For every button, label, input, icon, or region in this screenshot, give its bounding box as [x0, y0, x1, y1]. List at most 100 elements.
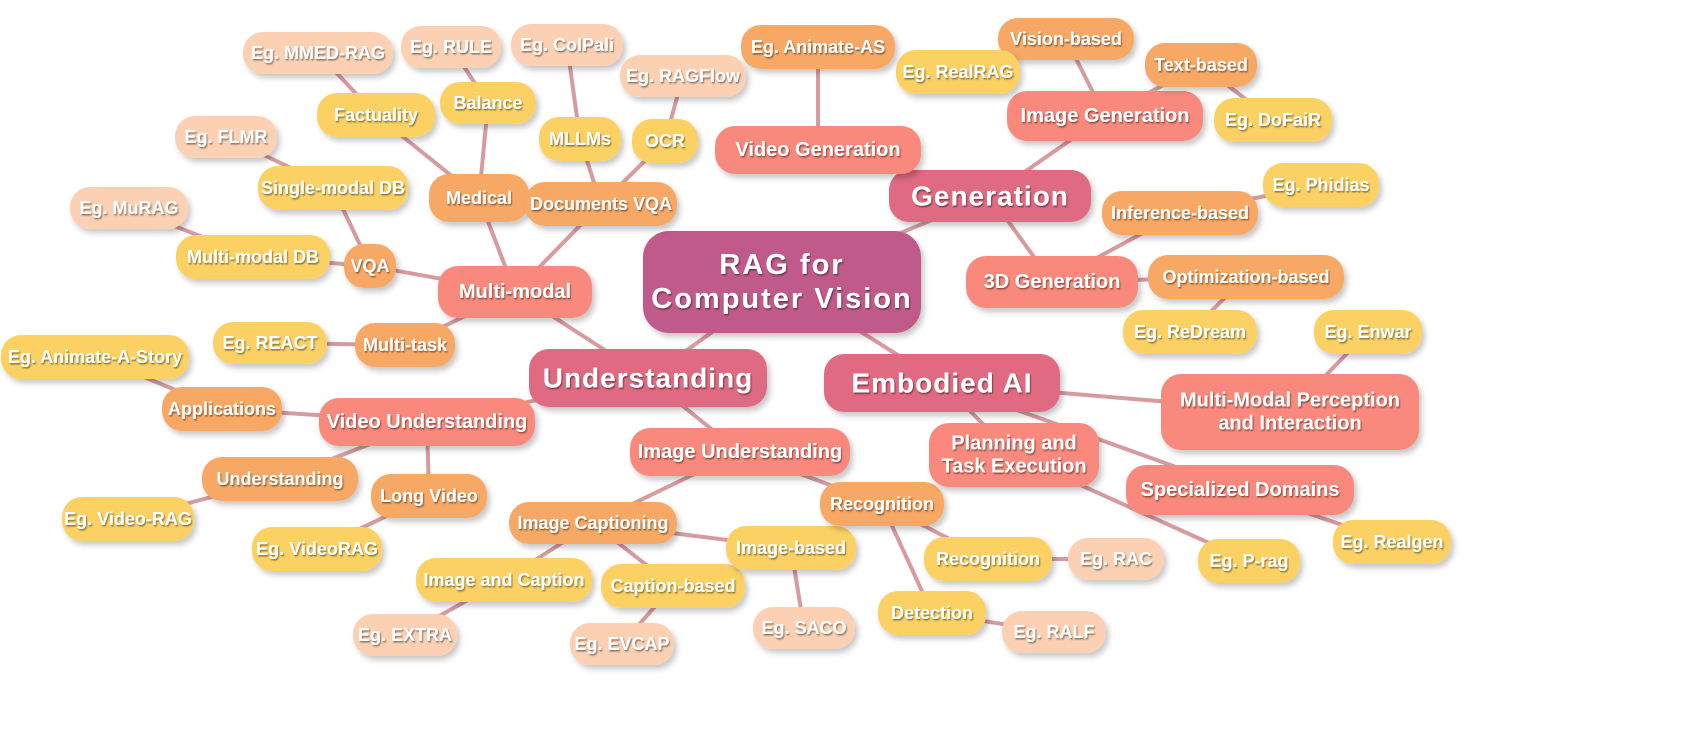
- node-eg-animate-as-box: [741, 25, 895, 69]
- node-eg-realrag-box: [896, 50, 1020, 94]
- node-specialized-domains-box: [1126, 465, 1354, 515]
- node-recognition-box: [820, 482, 944, 526]
- node-specialized-domains-label: Specialized Domains: [1141, 479, 1340, 501]
- node-applications: Applications: [162, 387, 282, 431]
- node-image-generation-label: Image Generation: [1021, 105, 1190, 127]
- node-eg-videorag-box: [252, 527, 382, 571]
- node-video-understanding-label: Video Understanding: [327, 411, 528, 433]
- node-eg-ragflow-box: [620, 55, 746, 97]
- node-applications-box: [162, 387, 282, 431]
- node-image-captioning-label: Image Captioning: [517, 513, 668, 533]
- node-eg-evcap-label: Eg. EVCAP: [574, 634, 669, 654]
- node-eg-saco: Eg. SACO: [753, 607, 855, 649]
- node-balance: Balance: [440, 82, 536, 124]
- node-generation-3d: 3D Generation: [966, 256, 1138, 308]
- node-recognition: Recognition: [820, 482, 944, 526]
- node-embodied-ai: Embodied AI: [824, 354, 1060, 412]
- node-generation-label: Generation: [911, 181, 1069, 212]
- node-vision-based-label: Vision-based: [1010, 29, 1122, 49]
- node-eg-rac-label: Eg. RAC: [1080, 549, 1152, 569]
- node-video-generation-label: Video Generation: [735, 139, 900, 161]
- node-multimodal-perception-box: [1161, 374, 1419, 450]
- node-documents-vqa-box: [525, 182, 677, 226]
- node-factuality: Factuality: [317, 93, 435, 137]
- node-eg-mmed-rag-label: Eg. MMED-RAG: [251, 43, 385, 63]
- node-eg-ralf-box: [1002, 611, 1106, 653]
- node-multi-modal-box: [438, 266, 592, 318]
- node-embodied-ai-label: Embodied AI: [851, 368, 1032, 399]
- node-eg-ralf-label: Eg. RALF: [1014, 622, 1095, 642]
- node-eg-evcap-box: [570, 623, 674, 665]
- node-vision-based-box: [998, 18, 1134, 60]
- node-ocr-label: OCR: [645, 131, 685, 151]
- node-eg-redream-box: [1123, 310, 1257, 354]
- node-eg-redream-label: Eg. ReDream: [1134, 322, 1246, 342]
- node-long-video-box: [371, 474, 487, 518]
- node-eg-phidias: Eg. Phidias: [1263, 163, 1379, 207]
- node-recognition-sub-box: [924, 537, 1052, 581]
- node-image-and-caption-box: [416, 558, 592, 602]
- node-recognition-sub-label: Recognition: [936, 549, 1040, 569]
- node-understanding-label: Understanding: [543, 363, 754, 394]
- node-eg-rac: Eg. RAC: [1068, 538, 1164, 580]
- node-eg-rule-box: [401, 26, 501, 68]
- node-image-and-caption-label: Image and Caption: [423, 570, 584, 590]
- node-balance-box: [440, 82, 536, 124]
- node-eg-rule-label: Eg. RULE: [410, 37, 492, 57]
- node-eg-saco-label: Eg. SACO: [761, 618, 846, 638]
- node-video-understanding-box: [319, 398, 535, 446]
- node-vqa-box: [344, 244, 396, 288]
- node-eg-ralf: Eg. RALF: [1002, 611, 1106, 653]
- node-eg-murag-label: Eg. MuRAG: [80, 198, 179, 218]
- node-inference-based-label: Inference-based: [1111, 203, 1249, 223]
- node-eg-mmed-rag-box: [243, 32, 393, 74]
- node-eg-mmed-rag: Eg. MMED-RAG: [243, 32, 393, 74]
- node-eg-ragflow: Eg. RAGFlow: [620, 55, 746, 97]
- node-detection-box: [878, 591, 986, 635]
- node-eg-realgen: Eg. Realgen: [1333, 520, 1451, 564]
- node-planning-task-box: [929, 423, 1099, 487]
- node-eg-animate-a-story-box: [1, 335, 189, 379]
- node-image-based-box: [726, 526, 856, 570]
- node-eg-realrag-label: Eg. RealRAG: [902, 62, 1013, 82]
- node-eg-enwar: Eg. Enwar: [1314, 310, 1422, 354]
- node-eg-video-rag-box: [62, 497, 194, 541]
- node-image-based: Image-based: [726, 526, 856, 570]
- node-factuality-label: Factuality: [334, 105, 418, 125]
- node-eg-realgen-label: Eg. Realgen: [1340, 532, 1443, 552]
- node-root-box: [643, 231, 921, 333]
- node-image-captioning-box: [509, 502, 677, 544]
- node-multi-modal: Multi-modal: [438, 266, 592, 318]
- node-multi-modal-db-label: Multi-modal DB: [187, 247, 319, 267]
- node-eg-rac-box: [1068, 538, 1164, 580]
- node-eg-extra-box: [353, 614, 457, 656]
- node-image-generation: Image Generation: [1007, 91, 1203, 141]
- node-inference-based-box: [1102, 191, 1258, 235]
- node-multi-modal-db-box: [176, 235, 330, 279]
- node-embodied-ai-box: [824, 354, 1060, 412]
- node-recognition-label: Recognition: [830, 494, 934, 514]
- node-multi-modal-db: Multi-modal DB: [176, 235, 330, 279]
- node-eg-video-rag: Eg. Video-RAG: [62, 497, 194, 541]
- node-eg-videorag-label: Eg. VideoRAG: [256, 539, 378, 559]
- node-balance-label: Balance: [453, 93, 522, 113]
- node-eg-ragflow-label: Eg. RAGFlow: [626, 66, 741, 86]
- node-vqa-label: VQA: [350, 256, 389, 276]
- node-multi-task-box: [355, 323, 455, 367]
- node-video-generation: Video Generation: [715, 126, 921, 174]
- node-text-based-box: [1145, 43, 1257, 87]
- node-documents-vqa-label: Documents VQA: [530, 194, 672, 214]
- node-understanding-sub-label: Understanding: [216, 469, 343, 489]
- node-single-modal-db-box: [258, 166, 408, 210]
- node-eg-flmr-box: [175, 116, 277, 158]
- node-image-based-label: Image-based: [736, 538, 846, 558]
- node-medical-box: [429, 174, 529, 222]
- node-medical: Medical: [429, 174, 529, 222]
- node-eg-rule: Eg. RULE: [401, 26, 501, 68]
- node-eg-evcap: Eg. EVCAP: [570, 623, 674, 665]
- node-ocr: OCR: [632, 119, 698, 163]
